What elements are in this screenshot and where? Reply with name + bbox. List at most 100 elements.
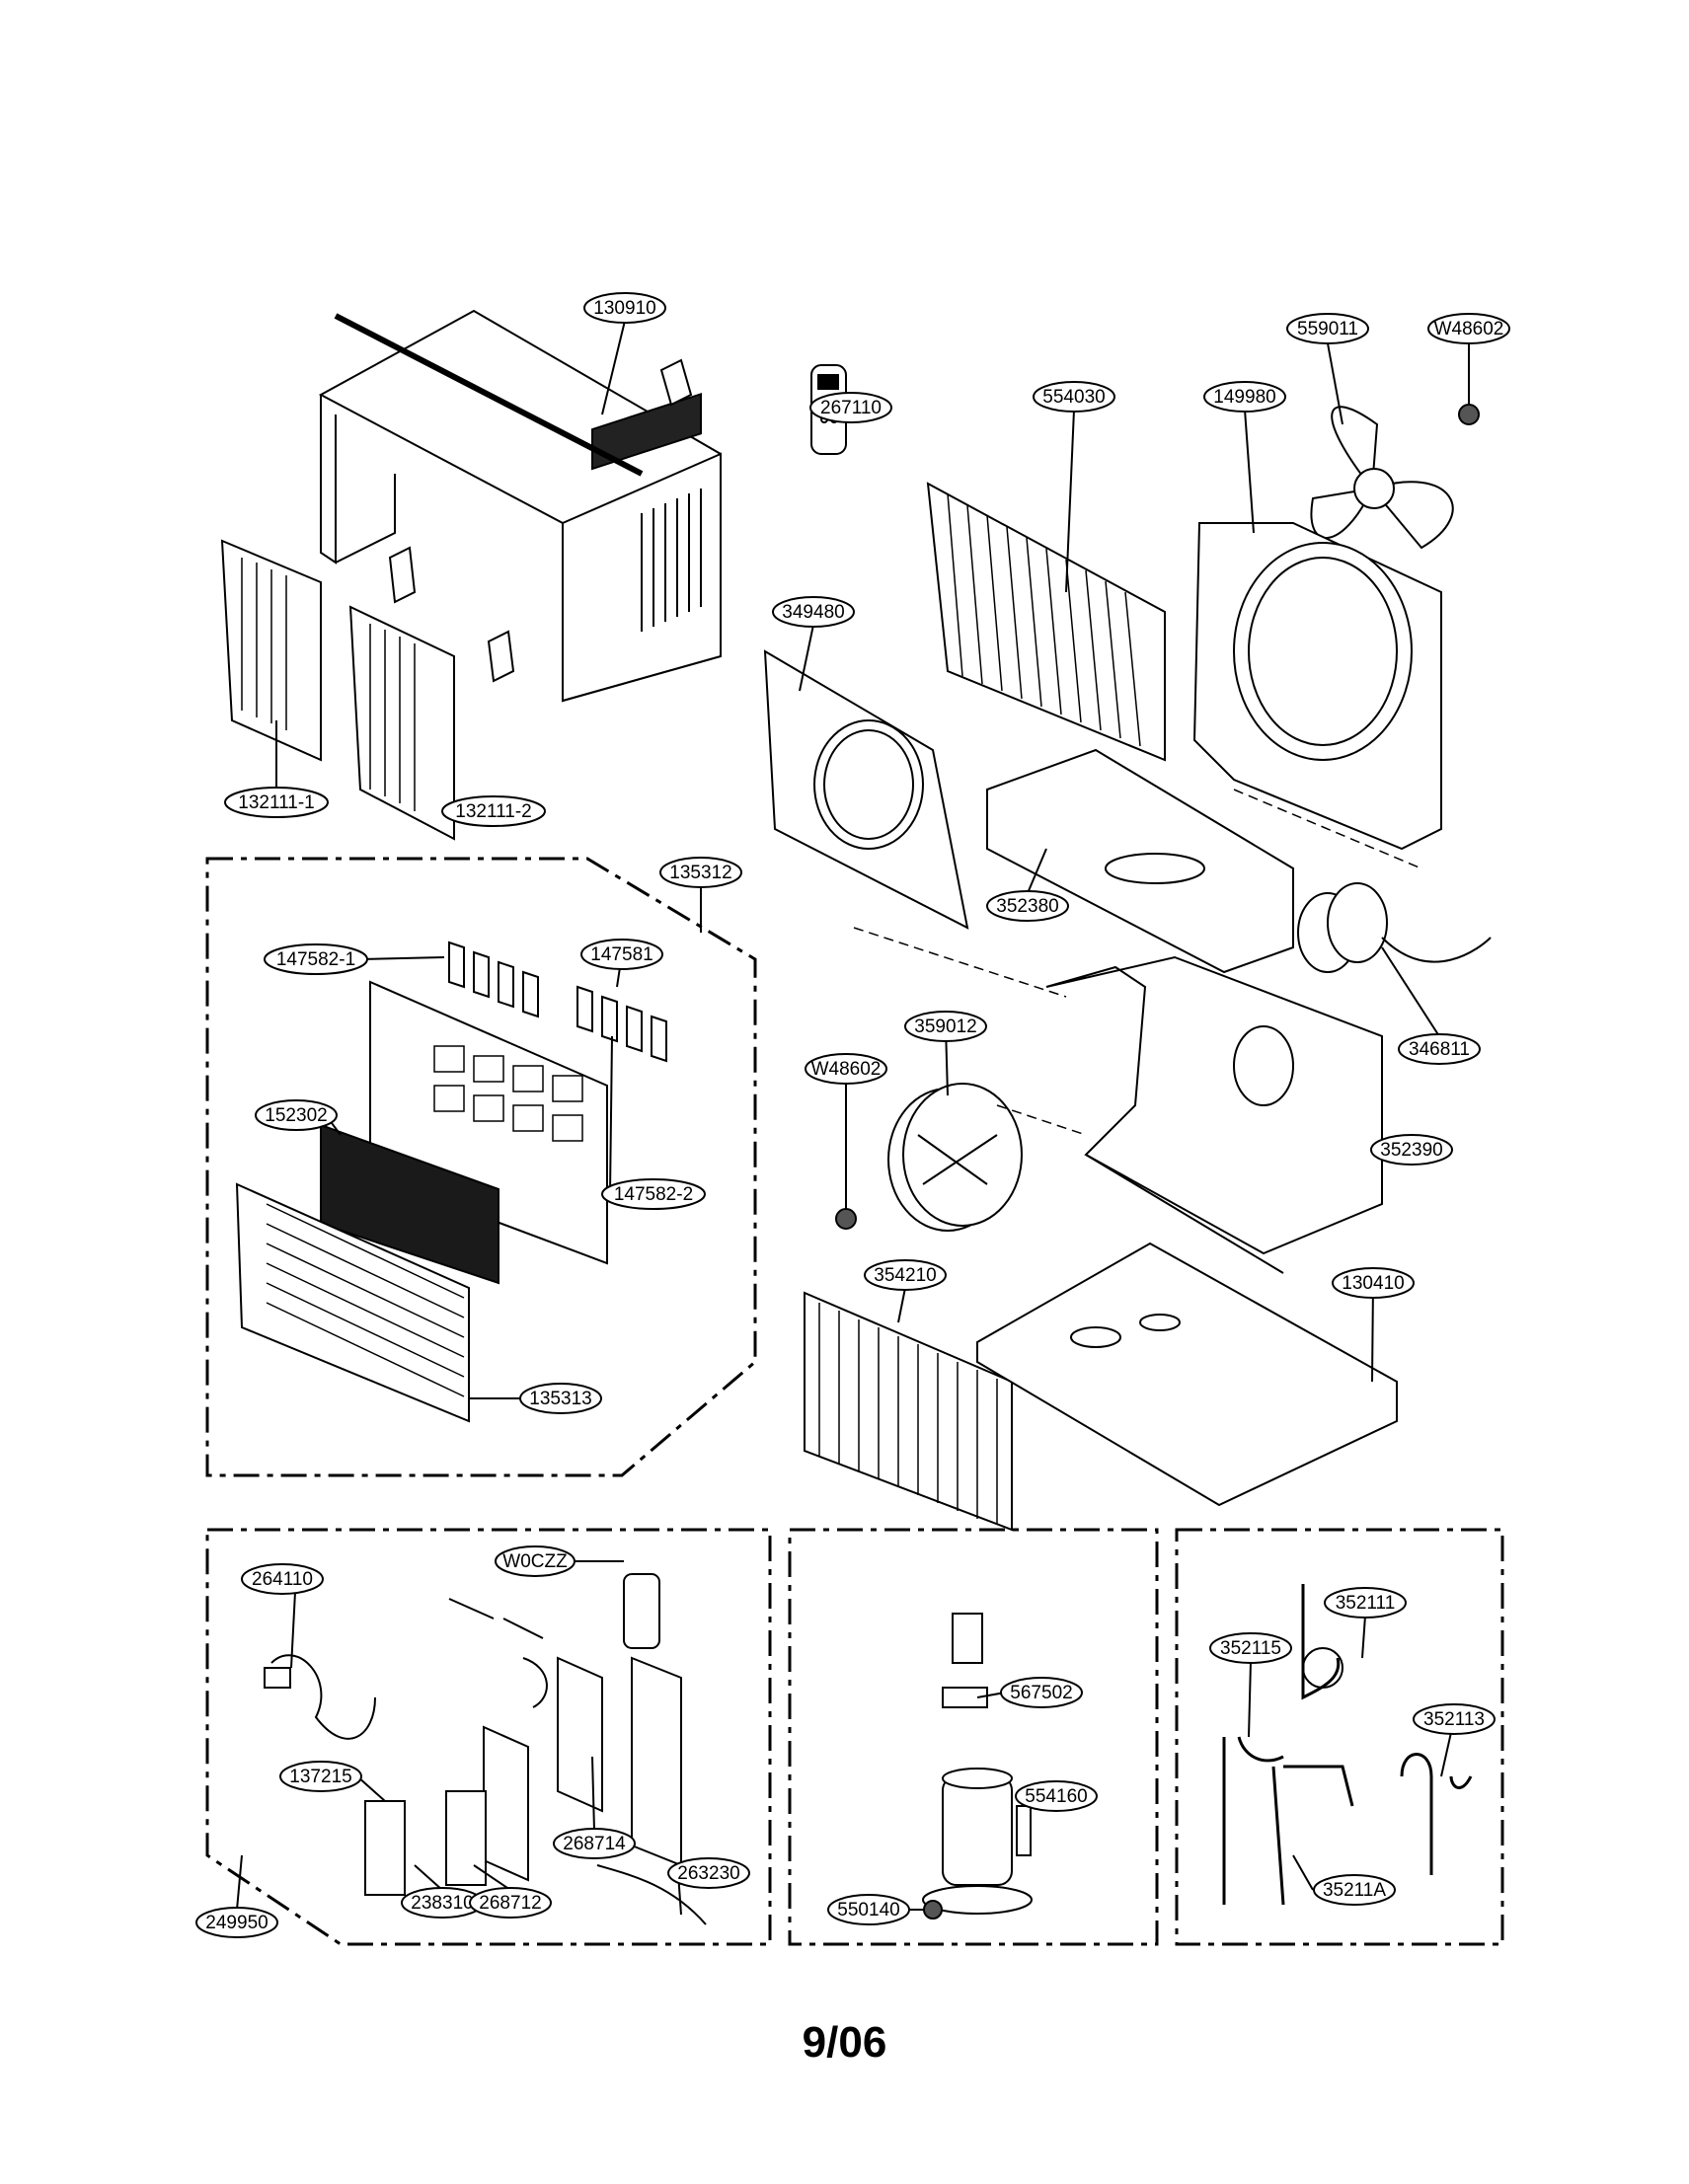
part-number: 130910 <box>593 298 655 319</box>
part-number: 268712 <box>479 1893 541 1914</box>
part-number: 554030 <box>1042 387 1105 408</box>
part-number: 147581 <box>590 944 653 965</box>
part-label: 268712 <box>469 1887 552 1919</box>
part-number: 559011 <box>1297 319 1358 339</box>
scroll-housing-drawing <box>1045 955 1383 1274</box>
part-number: 147582-1 <box>276 949 355 970</box>
group-box-front-grille <box>205 857 757 1477</box>
part-label: 135312 <box>659 857 742 888</box>
part-number: W48602 <box>811 1059 882 1080</box>
part-label: 132111-1 <box>224 787 329 818</box>
part-label: 352115 <box>1209 1632 1292 1664</box>
part-label: 349480 <box>772 596 855 628</box>
part-number: 137215 <box>289 1767 351 1787</box>
part-label: W0CZZ <box>495 1545 576 1577</box>
part-label: 554030 <box>1033 381 1115 413</box>
part-label: 352380 <box>986 890 1069 922</box>
electrical-parts-drawing <box>264 1573 707 1925</box>
motor-drawing <box>1297 882 1492 973</box>
part-number: 567502 <box>1010 1683 1072 1703</box>
part-label: 268714 <box>553 1828 636 1859</box>
filter-drawing <box>320 1123 499 1285</box>
part-label: 238310 <box>401 1887 484 1919</box>
part-number: 130410 <box>1342 1273 1404 1294</box>
part-label: 130910 <box>583 292 666 324</box>
part-number: 135313 <box>529 1389 591 1409</box>
part-number: 152302 <box>265 1105 327 1126</box>
part-number: 352113 <box>1423 1709 1485 1730</box>
part-label: 147582-1 <box>264 943 368 975</box>
nut-icon <box>1458 404 1480 425</box>
part-number: 267110 <box>820 398 882 418</box>
part-label: 354210 <box>864 1259 947 1291</box>
part-label: 550140 <box>827 1894 910 1925</box>
part-number: 238310 <box>411 1893 473 1914</box>
part-label: 267110 <box>809 392 892 423</box>
side-curtain-drawings <box>220 539 455 841</box>
part-number: 352390 <box>1380 1140 1442 1161</box>
part-number: 249950 <box>205 1913 268 1933</box>
part-label: W48602 <box>805 1053 887 1085</box>
part-number: 352380 <box>996 896 1058 917</box>
condenser-drawing <box>804 1291 1013 1532</box>
part-number: 354210 <box>874 1265 936 1286</box>
part-label: 263230 <box>667 1857 750 1889</box>
part-label: 137215 <box>279 1761 362 1792</box>
group-box-compressor <box>788 1528 1159 1946</box>
drain-pan-drawing <box>986 748 1294 974</box>
part-label: 152302 <box>255 1099 338 1131</box>
part-label: 554160 <box>1015 1780 1098 1812</box>
group-box-tubing <box>1175 1528 1504 1946</box>
part-label: W48602 <box>1427 313 1510 344</box>
part-label: 264110 <box>241 1563 324 1595</box>
part-number: 359012 <box>914 1017 976 1037</box>
part-number: 263230 <box>677 1863 739 1884</box>
part-label: 352113 <box>1413 1703 1496 1735</box>
part-number: 352115 <box>1220 1638 1281 1659</box>
page-footer-date: 9/06 <box>802 2018 887 2067</box>
part-label: 135313 <box>519 1383 602 1414</box>
part-number: 35211A <box>1323 1880 1386 1901</box>
part-label: 352111 <box>1324 1587 1407 1619</box>
part-number: 346811 <box>1409 1039 1470 1060</box>
blower-wheel-drawing <box>887 1083 1023 1232</box>
part-label: 359012 <box>904 1011 987 1042</box>
part-number: 554160 <box>1025 1786 1087 1807</box>
part-label: 147582-2 <box>601 1178 706 1210</box>
part-number: 132111-2 <box>455 801 531 822</box>
assembly-lines <box>853 789 1422 1136</box>
part-number: W0CZZ <box>502 1551 568 1572</box>
part-label: 567502 <box>1000 1677 1083 1708</box>
part-number: W48602 <box>1434 319 1504 339</box>
tubing-drawing <box>1222 1584 1473 1906</box>
part-number: 132111-1 <box>238 792 314 813</box>
part-label: 249950 <box>195 1907 278 1938</box>
part-label: 352390 <box>1370 1134 1453 1166</box>
front-grille-drawing <box>235 1182 470 1423</box>
evaporator-drawing <box>926 482 1166 762</box>
part-number: 135312 <box>669 863 731 883</box>
fan-blade-drawing <box>1310 406 1454 550</box>
group-box-electrical <box>205 1528 772 1946</box>
base-pan-drawing <box>976 1242 1398 1507</box>
part-number: 147582-2 <box>614 1184 693 1205</box>
part-label: 132111-2 <box>441 795 546 827</box>
shroud-drawing <box>1192 522 1442 851</box>
part-number: 149980 <box>1213 387 1275 408</box>
part-label: 130410 <box>1332 1267 1415 1299</box>
cabinet-drawing <box>318 309 722 703</box>
orifice-drawing <box>763 649 969 930</box>
part-label: 35211A <box>1313 1874 1396 1906</box>
part-number: 264110 <box>252 1569 313 1590</box>
part-number: 352111 <box>1336 1593 1396 1614</box>
part-number: 550140 <box>837 1900 899 1920</box>
part-number: 268714 <box>563 1834 626 1854</box>
part-label: 149980 <box>1203 381 1286 413</box>
part-number: 349480 <box>782 602 844 623</box>
louver-drawings <box>448 941 667 1063</box>
compressor-drawing <box>922 1613 1033 1920</box>
part-label: 346811 <box>1398 1033 1481 1065</box>
part-label: 147581 <box>580 939 663 970</box>
